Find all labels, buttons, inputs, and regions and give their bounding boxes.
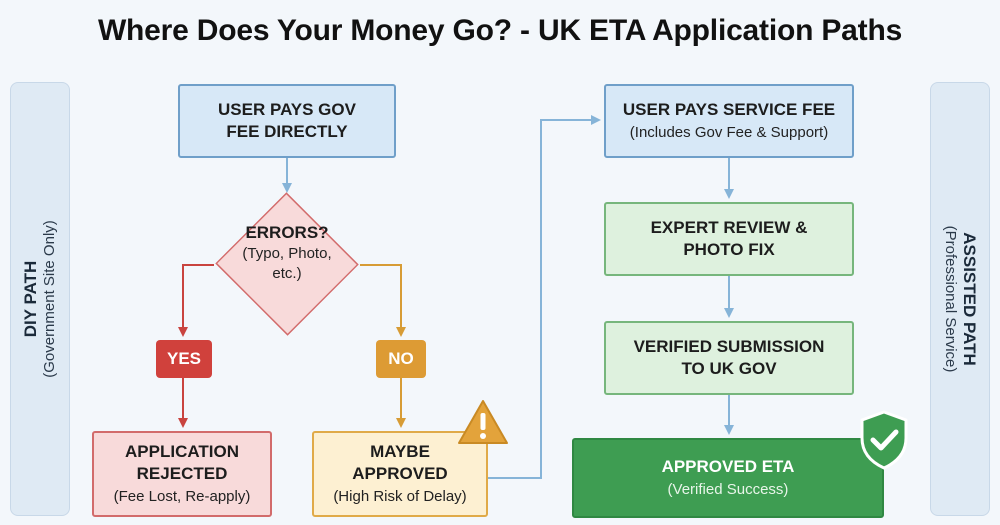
node-expert-review: EXPERT REVIEW & PHOTO FIX [604,202,854,276]
node-label-line: APPLICATION [125,442,239,462]
node-label-line: TO UK GOV [681,359,777,378]
assisted-path-sub: (Professional Service) [941,225,959,373]
node-verified-submission: VERIFIED SUBMISSION TO UK GOV [604,321,854,395]
node-approved-eta: APPROVED ETA (Verified Success) [572,438,884,518]
node-label-line: APPROVED [352,464,448,484]
node-label-line: USER PAYS SERVICE FEE [622,100,836,120]
node-label-line: USER PAYS GOV [218,99,356,119]
node-label-line: APPROVED ETA [661,457,795,477]
decision-text-errors: ERRORS? (Typo, Photo, etc.) [214,222,360,283]
node-sub-text: (High Risk of Delay) [333,488,467,506]
warning-triangle-icon [458,400,508,444]
node-user-pays-service-fee: USER PAYS SERVICE FEE (Includes Gov Fee … [604,84,854,158]
node-sub-text: (Includes Gov Fee & Support) [629,124,829,142]
badge-no: NO [376,340,426,378]
page-title: Where Does Your Money Go? - UK ETA Appli… [97,14,903,47]
node-label-line: FEE DIRECTLY [226,122,348,141]
node-sub-text: (Fee Lost, Re-apply) [113,488,251,506]
decision-sub-line: etc.) [272,264,302,282]
node-label-line: MAYBE [370,442,430,462]
node-label-line: REJECTED [136,464,228,484]
arrow-errors-to-yes [178,264,214,337]
badge-yes: YES [156,340,212,378]
node-label-line: VERIFIED SUBMISSION [633,336,825,356]
arrow-errors-to-no [360,264,406,337]
node-label-line: EXPERT REVIEW & [650,217,808,237]
shield-check-icon [860,410,908,470]
diy-path-sub: (Government Site Only) [41,220,59,378]
assisted-path-panel: ASSISTED PATH (Professional Service) [930,82,990,516]
decision-sub-line: (Typo, Photo, [242,245,332,263]
node-maybe-approved: MAYBE APPROVED (High Risk of Delay) [312,431,488,517]
node-label-line: PHOTO FIX [683,240,775,259]
node-application-rejected: APPLICATION REJECTED (Fee Lost, Re-apply… [92,431,272,517]
diy-path-label: DIY PATH [21,260,40,338]
node-sub-text: (Verified Success) [667,481,789,499]
diy-path-panel: DIY PATH (Government Site Only) [10,82,70,516]
assisted-path-label: ASSISTED PATH [960,232,979,366]
node-user-pays-gov-fee: USER PAYS GOV FEE DIRECTLY [178,84,396,158]
decision-label: ERRORS? [245,223,329,242]
